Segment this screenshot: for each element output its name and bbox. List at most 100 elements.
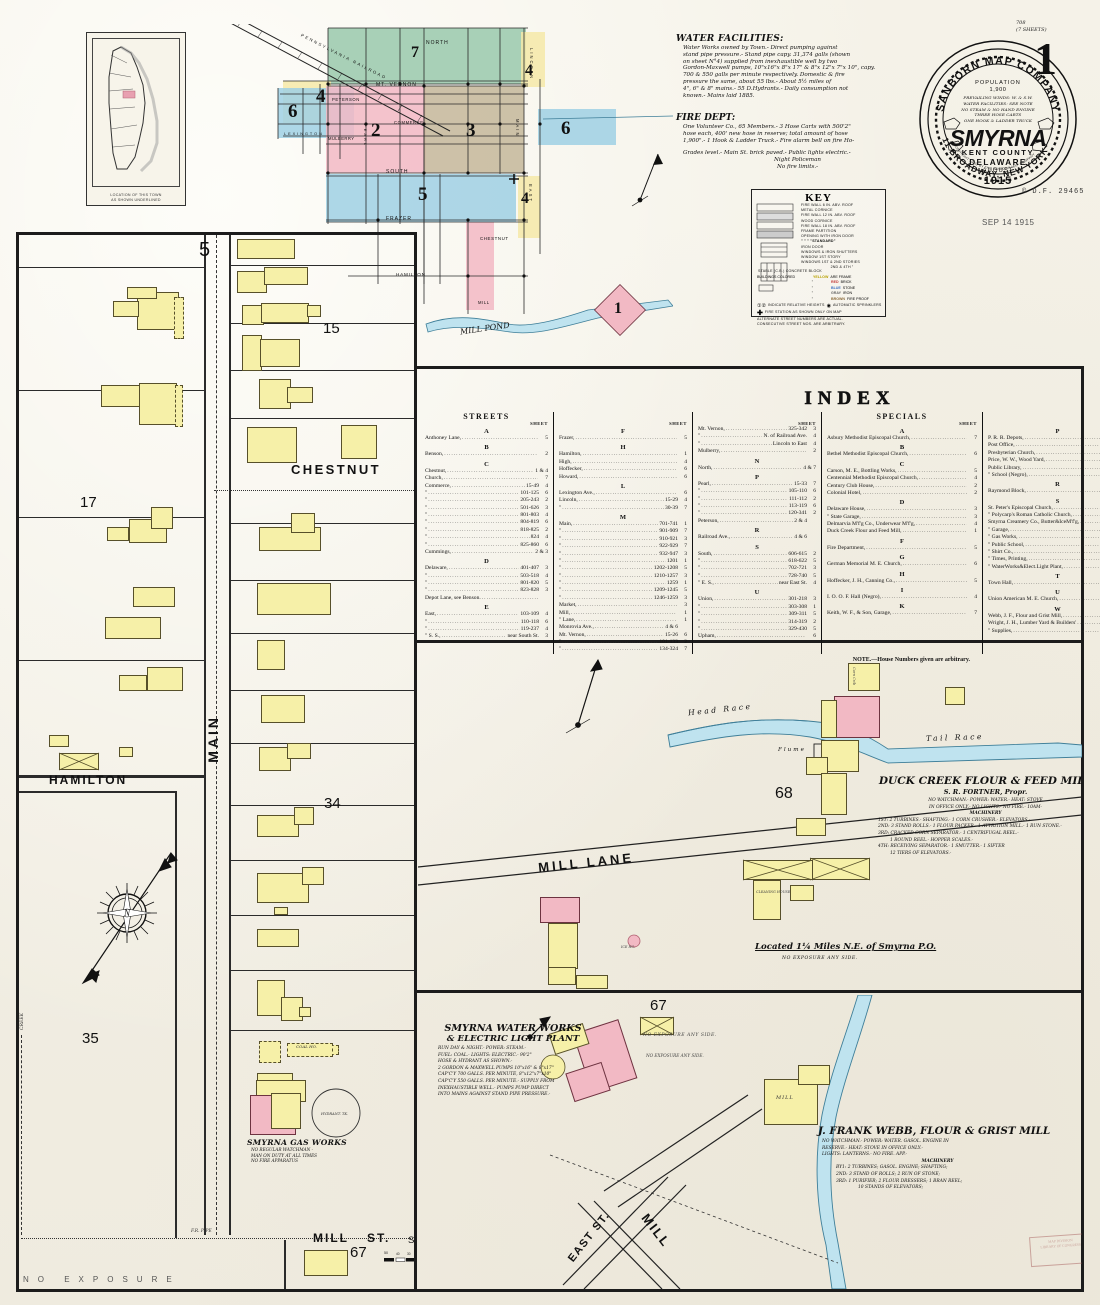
index-entry[interactable]: Webb, J. F., Flour and Grist Mill,......…: [988, 613, 1100, 620]
index-entry[interactable]: " S. S.,................................…: [425, 633, 548, 640]
index-entry[interactable]: Union,..................................…: [698, 596, 816, 603]
index-entry[interactable]: Post Office,............................…: [988, 442, 1100, 449]
index-entry[interactable]: ".......................................…: [698, 611, 816, 618]
index-entry[interactable]: Benson,.................................…: [425, 451, 548, 458]
index-entry[interactable]: Railroad Ave.,..........................…: [698, 534, 816, 541]
index-entry[interactable]: ".......................................…: [698, 488, 816, 495]
index-entry[interactable]: High,...................................…: [559, 459, 687, 466]
index-entry[interactable]: ".......................................…: [698, 433, 816, 440]
index-entry[interactable]: ".......................................…: [425, 512, 548, 519]
index-entry[interactable]: Hoffecker, J. H., Canning Co.,..........…: [827, 578, 977, 585]
index-entry[interactable]: Church,.................................…: [425, 475, 548, 482]
index-entry[interactable]: ".......................................…: [559, 573, 687, 580]
index-entry[interactable]: ".......................................…: [425, 534, 548, 541]
index-entry[interactable]: Chestnut,...............................…: [425, 468, 548, 475]
index-entry[interactable]: Delaware House,.........................…: [827, 506, 977, 513]
index-entry[interactable]: ".......................................…: [559, 639, 687, 646]
index-entry[interactable]: ".......................................…: [425, 580, 548, 587]
index-entry[interactable]: ".......................................…: [425, 542, 548, 549]
index-entry[interactable]: Depot Lane, see Benson..................…: [425, 595, 548, 602]
index-entry[interactable]: " Garage,...............................…: [988, 527, 1100, 534]
index-entry[interactable]: P. R. R. Depots,........................…: [988, 435, 1100, 442]
index-entry[interactable]: Mt. Vernon,.............................…: [698, 426, 816, 433]
index-entry[interactable]: Mill,...................................…: [559, 610, 687, 617]
index-entry[interactable]: South,..................................…: [698, 551, 816, 558]
index-entry[interactable]: Lexington Ave.,.........................…: [559, 490, 687, 497]
index-entry[interactable]: ".......................................…: [559, 528, 687, 535]
index-entry[interactable]: Frazer,.................................…: [559, 435, 687, 442]
index-entry[interactable]: ".......................................…: [425, 626, 548, 633]
index-entry[interactable]: Delmarvia M'f'g Co., Underwear M'f'g,...…: [827, 521, 977, 528]
index-entry[interactable]: Price, W. W., Wood Yard,................…: [988, 457, 1100, 464]
index-entry[interactable]: ".......................................…: [559, 580, 687, 587]
index-entry[interactable]: Public Library,.........................…: [988, 465, 1100, 472]
index-entry[interactable]: Monrovia Ave.,..........................…: [559, 624, 687, 631]
index-entry[interactable]: ".......................................…: [425, 519, 548, 526]
index-entry[interactable]: " Times, Printing,......................…: [988, 556, 1100, 563]
index-entry[interactable]: ".......................................…: [698, 496, 816, 503]
index-entry[interactable]: ".......................................…: [698, 604, 816, 611]
index-entry[interactable]: Hoffecker,..............................…: [559, 466, 687, 473]
index-entry[interactable]: I. O. O. F. Hall (Negro),...............…: [827, 594, 977, 601]
index-entry[interactable]: Asbury Methodist Episcopal Church,......…: [827, 435, 977, 442]
index-entry[interactable]: Raymond Block,..........................…: [988, 488, 1100, 495]
index-entry[interactable]: ".......................................…: [425, 497, 548, 504]
index-entry[interactable]: Fire Department,........................…: [827, 545, 977, 552]
index-entry[interactable]: ".......................................…: [559, 587, 687, 594]
index-entry[interactable]: ".......................................…: [559, 536, 687, 543]
index-entry[interactable]: ".......................................…: [698, 573, 816, 580]
index-entry[interactable]: " Public School,........................…: [988, 542, 1100, 549]
index-entry[interactable]: Wright, J. H., Lumber Yard & Builders'..…: [988, 620, 1100, 627]
index-entry[interactable]: Market,.................................…: [559, 602, 687, 609]
index-entry[interactable]: ".......................................…: [698, 510, 816, 517]
index-entry[interactable]: Main,...................................…: [559, 521, 687, 528]
index-entry[interactable]: Mt. Vernon,.............................…: [559, 632, 687, 639]
index-entry[interactable]: ".......................................…: [559, 595, 687, 602]
index-entry[interactable]: Keith, W. F., & Son, Garage,............…: [827, 610, 977, 617]
index-entry[interactable]: Delaware,...............................…: [425, 565, 548, 572]
index-entry[interactable]: Colonial Hotel,.........................…: [827, 490, 977, 497]
index-entry[interactable]: German Memorial M. E. Church,...........…: [827, 561, 977, 568]
index-entry[interactable]: Hamilton,...............................…: [559, 451, 687, 458]
index-entry[interactable]: Lincoln,................................…: [559, 497, 687, 504]
index-entry[interactable]: Carson, M. E., Bottling Works,..........…: [827, 468, 977, 475]
index-entry[interactable]: ".......................................…: [698, 619, 816, 626]
index-entry[interactable]: ".......................................…: [425, 587, 548, 594]
index-entry[interactable]: North,..................................…: [698, 465, 816, 472]
index-entry[interactable]: " Gas Works,............................…: [988, 534, 1100, 541]
index-entry[interactable]: ".......................................…: [559, 646, 687, 653]
index-entry[interactable]: ".......................................…: [559, 551, 687, 558]
index-entry[interactable]: Town Hall,..............................…: [988, 580, 1100, 587]
index-entry[interactable]: " Shirt Co.,............................…: [988, 549, 1100, 556]
index-entry[interactable]: Commerce,...............................…: [425, 483, 548, 490]
index-entry[interactable]: Peterson,...............................…: [698, 518, 816, 525]
index-entry[interactable]: Anthoney Lane,..........................…: [425, 435, 548, 442]
index-entry[interactable]: ".......................................…: [559, 558, 687, 565]
index-entry[interactable]: ".......................................…: [425, 573, 548, 580]
index-entry[interactable]: " Lane,.................................…: [559, 617, 687, 624]
index-entry[interactable]: ".......................................…: [425, 505, 548, 512]
index-entry[interactable]: ".......................................…: [698, 565, 816, 572]
index-entry[interactable]: " E. S.,................................…: [698, 580, 816, 587]
index-entry[interactable]: ".......................................…: [559, 505, 687, 512]
index-entry[interactable]: Presbyterian Church,....................…: [988, 450, 1100, 457]
index-entry[interactable]: " WaterWorks&Elect.Light Plant,.........…: [988, 564, 1100, 571]
index-entry[interactable]: Centennial Methodist Episcopal Church,..…: [827, 475, 977, 482]
index-entry[interactable]: ".......................................…: [698, 626, 816, 633]
index-entry[interactable]: Bethel Methodist Episcopal Church,......…: [827, 451, 977, 458]
index-entry[interactable]: Duck Creek Flour and Feed Mill,.........…: [827, 528, 977, 535]
index-entry[interactable]: " State Garage,.........................…: [827, 514, 977, 521]
index-entry[interactable]: Pearl,..................................…: [698, 481, 816, 488]
index-entry[interactable]: ".......................................…: [698, 558, 816, 565]
index-entry[interactable]: Union American M. E. Church,............…: [988, 596, 1100, 603]
index-entry[interactable]: " Polycarp's Roman Catholic Church,.....…: [988, 512, 1100, 519]
index-entry[interactable]: " School (Negro),.......................…: [988, 472, 1100, 479]
index-entry[interactable]: St. Peter's Episcopal Church,...........…: [988, 505, 1100, 512]
index-entry[interactable]: ".......................................…: [425, 490, 548, 497]
index-entry[interactable]: Howard,.................................…: [559, 474, 687, 481]
index-entry[interactable]: ".......................................…: [425, 527, 548, 534]
index-entry[interactable]: ".......................................…: [698, 503, 816, 510]
index-entry[interactable]: ".......................................…: [559, 565, 687, 572]
index-entry[interactable]: Smyrna Creamery Co., Butter&IceM'f'g,...…: [988, 519, 1100, 526]
index-entry[interactable]: " Supplies,.............................…: [988, 628, 1100, 635]
